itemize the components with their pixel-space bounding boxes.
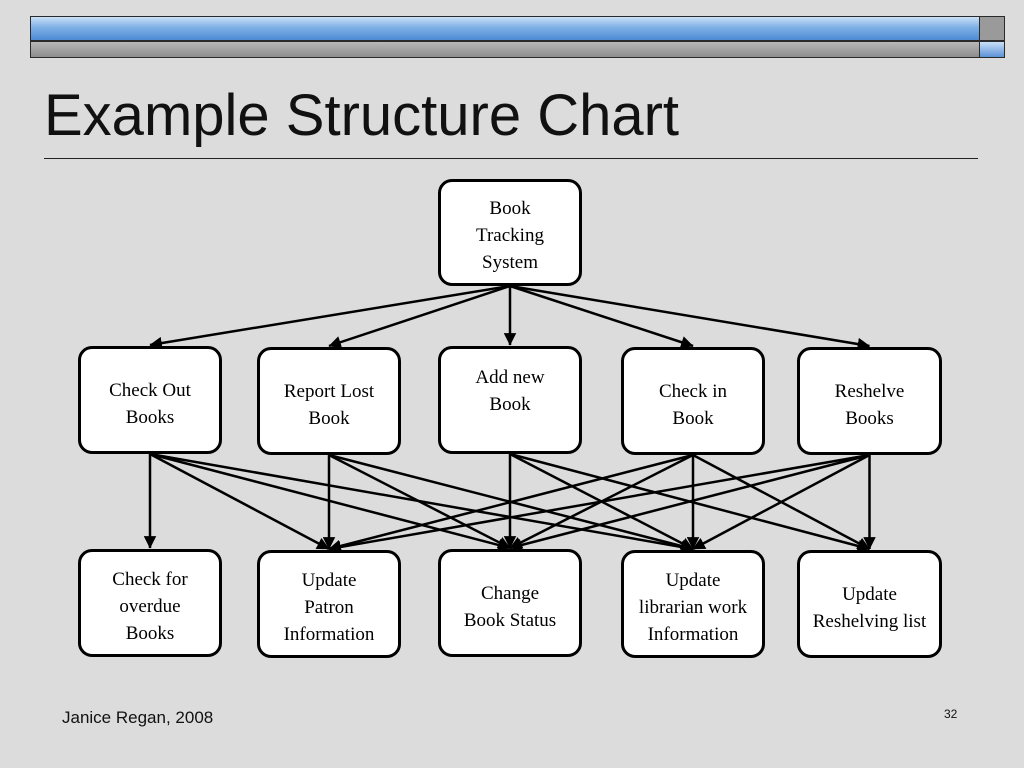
edge-arrow-root-mid-3 [509,284,694,349]
node-label: Check Out Books [109,380,191,428]
node-label: Update librarian work Information [638,570,748,645]
edge-arrow-mid-1-bottom-2 [328,453,511,550]
edge-arrow-mid-4-bottom-2 [509,453,870,552]
header-square-gray [979,16,1005,41]
node-bottom: Update librarian work Information [621,550,765,658]
node-root: Book Tracking System [438,179,582,286]
title-underline [44,158,978,159]
slide-title: Example Structure Chart [44,83,680,148]
header-bar-blue [30,16,980,41]
node-label: Update Patron Information [283,570,375,645]
edge-arrow-root-mid-1 [328,284,511,349]
header-square-blue [979,41,1005,58]
node-label: Report Lost Book [283,381,375,429]
edge-arrow-mid-4-bottom-3 [692,453,871,551]
node-mid: Check Out Books [78,346,222,454]
node-label: Update Reshelving list [812,584,927,632]
node-bottom: Update Patron Information [257,550,401,658]
edge-arrow-mid-4-bottom-1 [328,453,870,554]
edge-arrow-mid-3-bottom-1 [328,453,694,553]
node-label: Book Tracking System [476,198,544,273]
node-bottom: Change Book Status [438,549,582,657]
node-mid: Report Lost Book [257,347,401,455]
edge-arrow-root-mid-0 [149,284,511,350]
node-label: Reshelve Books [834,381,905,429]
node-label: Check in Book [658,381,728,429]
footer-author: Janice Regan, 2008 [62,708,214,727]
edge-arrow-root-mid-4 [509,284,871,351]
node-mid: Reshelve Books [797,347,942,455]
node-label: Add new Book [475,367,545,415]
node-mid: Add new Book [438,346,582,454]
node-bottom: Update Reshelving list [797,550,942,658]
page-number: 32 [944,707,958,721]
node-label: Change Book Status [463,583,557,631]
node-label: Check for overdue Books [112,569,188,644]
edge-arrow-mid-0-bottom-1 [149,452,330,551]
node-bottom: Check for overdue Books [78,549,222,657]
node-mid: Check in Book [621,347,765,455]
